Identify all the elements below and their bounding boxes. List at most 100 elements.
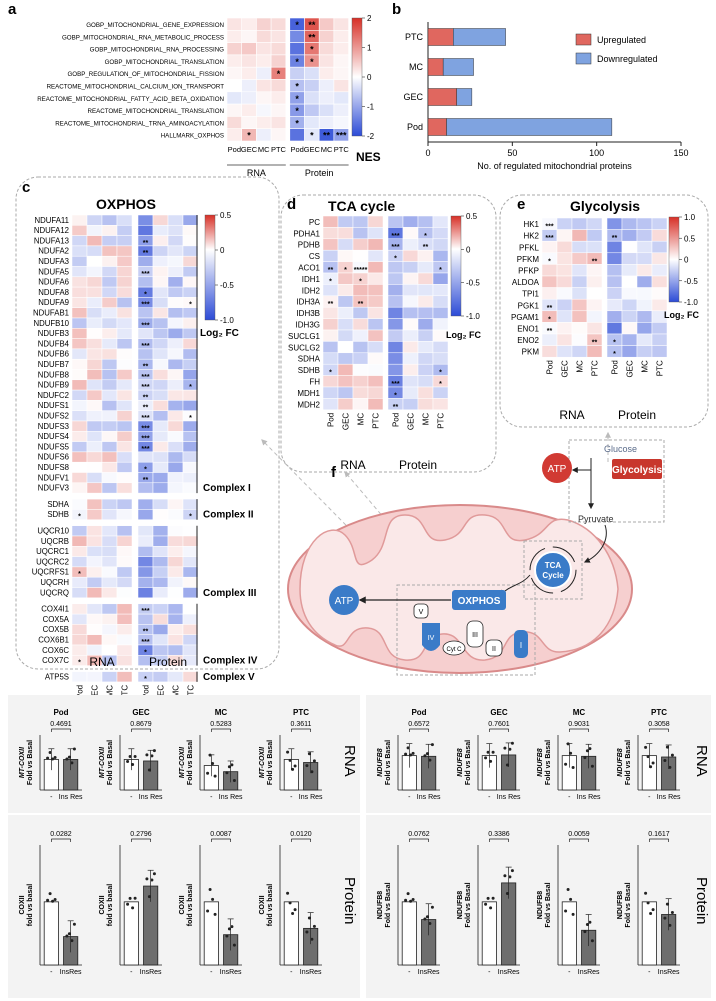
data-point bbox=[588, 747, 592, 751]
heatmap-cell bbox=[182, 328, 199, 339]
data-point bbox=[646, 901, 650, 905]
heatmap-cell bbox=[651, 333, 668, 346]
heatmap-cell bbox=[71, 634, 88, 646]
heatmap-cell bbox=[116, 255, 133, 267]
heatmap-cell bbox=[116, 328, 133, 339]
heatmap-cell bbox=[101, 286, 118, 298]
y-axis-label-protein: NDUFB8 bbox=[377, 891, 384, 919]
p-value: 0.8679 bbox=[130, 721, 152, 728]
heatmap-cell bbox=[71, 603, 88, 615]
x-label-control: - bbox=[568, 969, 571, 976]
heatmap-cell bbox=[152, 566, 169, 578]
heatmap-cell bbox=[182, 286, 199, 298]
heatmap-cell bbox=[116, 410, 133, 422]
heatmap-cell bbox=[571, 252, 588, 265]
panel-e-colorbar bbox=[668, 216, 680, 303]
x-label-insres: InsRes bbox=[498, 969, 520, 976]
heatmap-cell bbox=[318, 54, 335, 68]
plot-title: MC bbox=[573, 708, 586, 717]
heatmap-cell bbox=[556, 229, 573, 242]
heatmap-cell bbox=[182, 655, 199, 666]
heatmap-cell bbox=[167, 441, 184, 453]
heatmap-cell bbox=[167, 297, 184, 308]
control-bar bbox=[401, 901, 417, 966]
heatmap-cell bbox=[182, 451, 199, 463]
significance-star: * bbox=[78, 660, 81, 667]
y-axis-label-unit: fold vs basal bbox=[187, 884, 194, 926]
gene-label: UQCRH bbox=[40, 578, 69, 587]
bar-segment bbox=[456, 88, 473, 106]
heatmap-cell bbox=[241, 91, 257, 105]
heatmap-cell bbox=[182, 235, 199, 247]
heatmap-cell bbox=[116, 245, 133, 257]
gene-label: NDUFV3 bbox=[38, 484, 69, 493]
heatmap-cell bbox=[71, 358, 88, 370]
gene-label: NDUFS2 bbox=[38, 412, 69, 421]
y-axis-label-protein: COXII bbox=[99, 895, 106, 914]
heatmap-cell bbox=[101, 451, 118, 463]
data-point bbox=[288, 758, 292, 762]
gene-label: ENO2 bbox=[517, 336, 539, 345]
y-axis-label-unit: Fold vs Basal bbox=[385, 740, 392, 785]
heatmap-cell bbox=[387, 352, 404, 365]
heatmap-cell bbox=[337, 318, 354, 331]
category-label: MC bbox=[409, 62, 423, 72]
heatmap-cell bbox=[152, 671, 169, 683]
heatmap-cell bbox=[116, 535, 133, 547]
panel-c-log2fc-label: Log₂ FC bbox=[200, 328, 239, 339]
heatmap-cell bbox=[86, 509, 103, 520]
heatmap-cell bbox=[137, 348, 154, 360]
heatmap-cell bbox=[636, 229, 653, 242]
gene-label: PGAM1 bbox=[511, 313, 540, 322]
heatmap-cell bbox=[387, 329, 404, 342]
heatmap-cell bbox=[621, 287, 638, 300]
heatmap-cell bbox=[337, 227, 354, 240]
heatmap-cell bbox=[337, 215, 354, 228]
heatmap-cell bbox=[101, 266, 118, 278]
panel-j-side-label: Protein bbox=[693, 877, 710, 925]
sample-label: GEC bbox=[157, 685, 166, 703]
data-point bbox=[508, 875, 512, 879]
data-point bbox=[423, 917, 427, 921]
data-point bbox=[484, 756, 488, 760]
significance-star: ** bbox=[143, 250, 149, 257]
heatmap-cell bbox=[337, 398, 354, 411]
control-bar bbox=[481, 901, 497, 966]
heatmap-cell bbox=[417, 261, 434, 274]
heatmap-cell bbox=[402, 386, 419, 399]
significance-star: ** bbox=[328, 267, 334, 274]
heatmap-cell bbox=[606, 264, 623, 277]
heatmap-cell bbox=[167, 348, 184, 360]
gene-label: UQCRC2 bbox=[36, 557, 69, 566]
significance-star: * bbox=[394, 392, 397, 399]
heatmap-cell bbox=[586, 345, 603, 358]
category-label: GEC bbox=[403, 92, 423, 102]
heatmap-cell bbox=[387, 306, 404, 319]
heatmap-cell bbox=[367, 386, 384, 399]
heatmap-cell bbox=[417, 215, 434, 228]
panel-a-heatmap: GOBP_MITOCHONDRIAL_GENE_EXPRESSION***GOB… bbox=[37, 17, 349, 178]
heatmap-cell bbox=[270, 54, 287, 68]
plot-title: GEC bbox=[490, 708, 508, 717]
heatmap-cell bbox=[167, 461, 184, 473]
heatmap-cell bbox=[167, 671, 184, 683]
heatmap-cell bbox=[71, 613, 88, 625]
tick-label: -2 bbox=[367, 132, 375, 141]
data-point bbox=[225, 771, 229, 775]
tick-label: 0 bbox=[220, 246, 225, 255]
heatmap-cell bbox=[101, 297, 118, 308]
y-axis-label-protein: COXII bbox=[179, 895, 186, 914]
pathway-label: GOBP_MITOCHONDRIAL_GENE_EXPRESSION bbox=[86, 22, 224, 29]
heatmap-cell bbox=[322, 352, 339, 365]
heatmap-cell bbox=[101, 245, 118, 257]
x-label-control: - bbox=[290, 969, 293, 976]
heatmap-cell bbox=[71, 225, 88, 236]
heatmap-cell bbox=[621, 229, 638, 242]
p-value: 0.9031 bbox=[568, 721, 590, 728]
sample-label: PTC bbox=[187, 685, 196, 701]
complex-label: Complex II bbox=[203, 510, 254, 521]
gene-label: ATP5S bbox=[45, 672, 69, 681]
heatmap-cell bbox=[86, 400, 103, 411]
heatmap-cell bbox=[116, 431, 133, 442]
heatmap-cell bbox=[256, 103, 272, 117]
